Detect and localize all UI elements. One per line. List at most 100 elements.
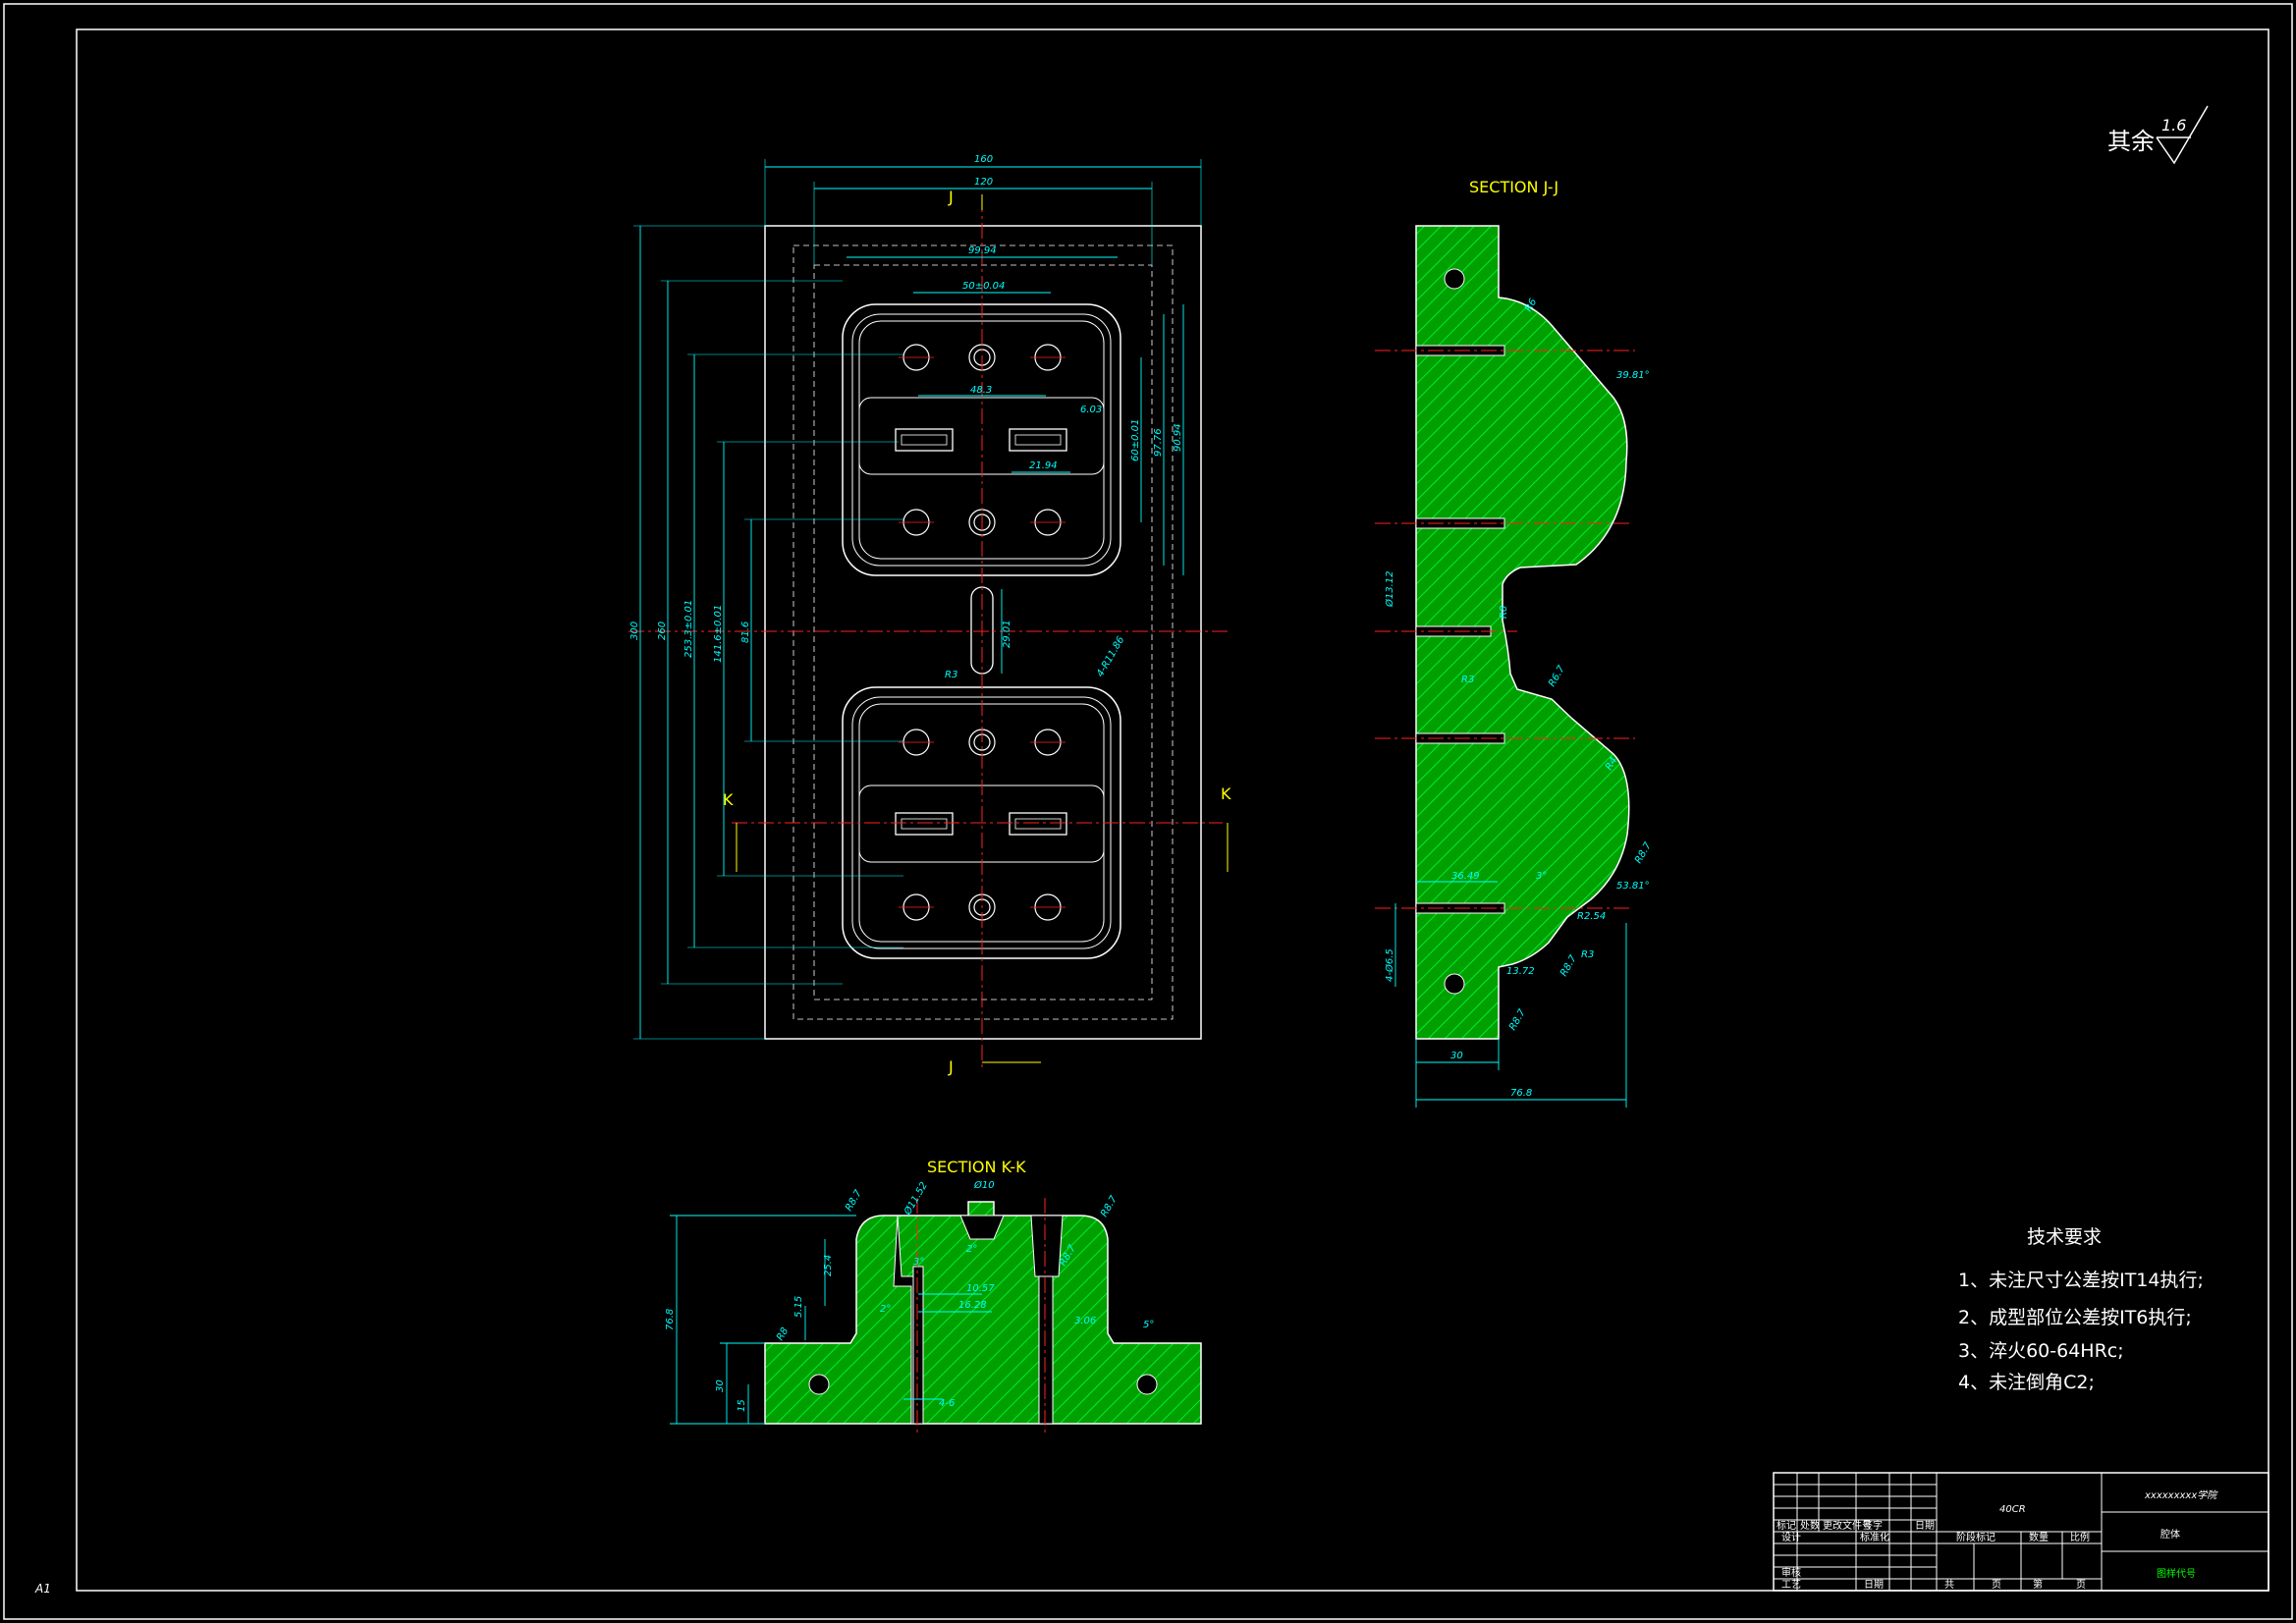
dim-36-49: 36.49: [1451, 871, 1480, 882]
dim-4-r11-86: 4-R11.86: [1095, 635, 1126, 679]
dim-5-15: 5.15: [793, 1296, 804, 1318]
roughness-tick-icon: [2156, 105, 2209, 165]
notes-title: 技术要求: [2027, 1226, 2102, 1248]
inner-frame: [76, 28, 2269, 1592]
title-block: [1773, 1472, 2269, 1592]
tb-date: 日期: [1864, 1579, 1884, 1591]
dim-76-8-kk: 76.8: [665, 1309, 676, 1330]
dim-6-03: 6.03: [1080, 405, 1102, 415]
dim-r8-7-b: R8.7: [1558, 953, 1579, 979]
dim-90-94: 90.94: [1173, 423, 1183, 452]
dim-30-jj: 30: [1450, 1051, 1463, 1061]
dim-r6-7: R6.7: [1547, 664, 1567, 689]
dim-d13-12: Ø13.12: [1384, 571, 1395, 609]
dim-3deg-kk: 3°: [913, 1257, 924, 1268]
dim-2deg-kk-a: 2°: [966, 1244, 977, 1255]
dim-r8-7-kk-a: R8.7: [844, 1188, 864, 1214]
dim-4-d6-5: 4-Ø6.5: [1384, 948, 1395, 982]
marker-k-left: K: [723, 790, 734, 809]
dim-76-8-jj: 76.8: [1510, 1088, 1532, 1099]
section-jj: R6 39.81° Ø13.12 R3 R8 R6.7 R4 R8.7 36.4…: [1375, 225, 1654, 1108]
tb-role-design: 设计: [1781, 1531, 1801, 1543]
dim-260: 260: [657, 622, 668, 640]
dim-13-72: 13.72: [1506, 966, 1535, 977]
tb-sheet-page1: 页: [1992, 1579, 2001, 1591]
dim-97-76: 97.76: [1153, 428, 1164, 457]
dim-120: 120: [974, 177, 993, 188]
tb-sheet-page2: 页: [2076, 1579, 2086, 1591]
dim-50: 50±0.04: [962, 281, 1005, 292]
marker-k-right: K: [1221, 784, 1231, 803]
dim-5deg: 5°: [1143, 1320, 1154, 1330]
section-jj-body: [1415, 225, 1630, 1040]
dim-30-kk: 30: [715, 1380, 726, 1392]
dim-53-81: 53.81°: [1616, 881, 1650, 892]
dim-r8-kk: R8: [775, 1325, 791, 1342]
dim-r3-jj: R3: [1461, 675, 1474, 685]
plan-view: [629, 159, 1229, 1070]
tb-part-name: 腔体: [2160, 1528, 2180, 1541]
dim-160: 160: [974, 154, 993, 165]
note-3: 3、淬火60-64HRc;: [1958, 1340, 2124, 1362]
dim-4-6: 4-6: [939, 1398, 955, 1409]
dim-r3-jj-b: R3: [1581, 949, 1594, 960]
dim-15-kk: 15: [737, 1399, 747, 1412]
dim-r3-plan: R3: [945, 670, 957, 680]
dim-25-4: 25.4: [823, 1255, 834, 1276]
dim-r8-jj: R8: [1499, 606, 1509, 619]
tb-col-qty: 数量: [2029, 1531, 2049, 1543]
dim-r8-7-kk-b: R8.7: [1099, 1194, 1120, 1219]
tb-sheet-no: 第: [2033, 1578, 2043, 1591]
tb-role-process: 工艺: [1781, 1579, 1801, 1591]
dim-141-6: 141.6±0.01: [713, 605, 724, 663]
tb-header-mark: 标记: [1777, 1520, 1796, 1532]
dim-60: 60±0.01: [1130, 419, 1141, 461]
section-jj-title: SECTION J-J: [1469, 178, 1558, 196]
dim-253-3: 253.3±0.01: [683, 600, 694, 658]
note-2: 2、成型部位公差按IT6执行;: [1958, 1307, 2192, 1328]
dim-39-81: 39.81°: [1616, 370, 1650, 381]
tb-header-doc: 更改文件号: [1823, 1519, 1872, 1532]
roughness-prefix: 其余: [2107, 128, 2155, 155]
plate-outline: [764, 225, 1202, 1040]
dim-r8-7-a: R8.7: [1633, 840, 1654, 866]
tb-role-review: 审核: [1781, 1566, 1801, 1579]
tb-material: 40CR: [1999, 1504, 2026, 1515]
section-kk-body: [764, 1201, 1202, 1425]
dim-48-3: 48.3: [970, 385, 992, 396]
roughness-value: 1.6: [2161, 116, 2186, 135]
tb-drawing-no: 图样代号: [2157, 1567, 2196, 1580]
dim-2deg-kk-b: 2°: [880, 1304, 891, 1315]
tb-std: 标准化: [1860, 1531, 1889, 1543]
dim-99-94: 99.94: [968, 245, 997, 256]
tb-col-scale: 比例: [2070, 1531, 2090, 1543]
outer-frame: [3, 3, 2293, 1620]
roughness-symbol: 其余 1.6: [2107, 105, 2209, 165]
dim-300: 300: [629, 622, 640, 640]
section-kk: Ø10 R8.7 Ø11.52 R8.7 25.4 3° 2° 2° 10.57…: [665, 1179, 1202, 1434]
technical-notes: 技术要求 1、未注尺寸公差按IT14执行; 2、成型部位公差按IT6执行; 3、…: [1958, 1226, 2204, 1393]
marker-j-bottom: J: [948, 1057, 954, 1076]
section-kk-title: SECTION K-K: [927, 1158, 1026, 1176]
sheet-size: A1: [34, 1582, 51, 1596]
dim-29-01: 29.01: [1002, 620, 1012, 648]
dim-16-28: 16.28: [958, 1300, 987, 1311]
dim-3deg: 3°: [1536, 871, 1547, 882]
tb-header-sign: 签字: [1863, 1519, 1883, 1532]
title-block-text: 标记 处数 更改文件号 签字 日期 设计 审核 工艺 标准化 日期 40CR 阶…: [1777, 1489, 2218, 1591]
dim-d11-52: Ø11.52: [902, 1180, 930, 1217]
tb-col-stage: 阶段标记: [1956, 1531, 1995, 1543]
marker-j-top: J: [948, 188, 954, 206]
dim-r2-54: R2.54: [1577, 911, 1606, 922]
note-1: 1、未注尺寸公差按IT14执行;: [1958, 1270, 2204, 1291]
dim-21-94: 21.94: [1029, 460, 1058, 471]
dim-d10: Ø10: [973, 1179, 995, 1191]
tb-header-date: 日期: [1915, 1520, 1935, 1532]
tb-header-count: 处数: [1800, 1519, 1820, 1532]
dim-r8-7-c: R8.7: [1507, 1007, 1528, 1033]
note-4: 4、未注倒角C2;: [1958, 1372, 2095, 1393]
tb-sheet-total: 共: [1944, 1579, 1954, 1591]
dim-10-57: 10.57: [966, 1283, 995, 1294]
tb-school: xxxxxxxxx学院: [2144, 1489, 2218, 1501]
